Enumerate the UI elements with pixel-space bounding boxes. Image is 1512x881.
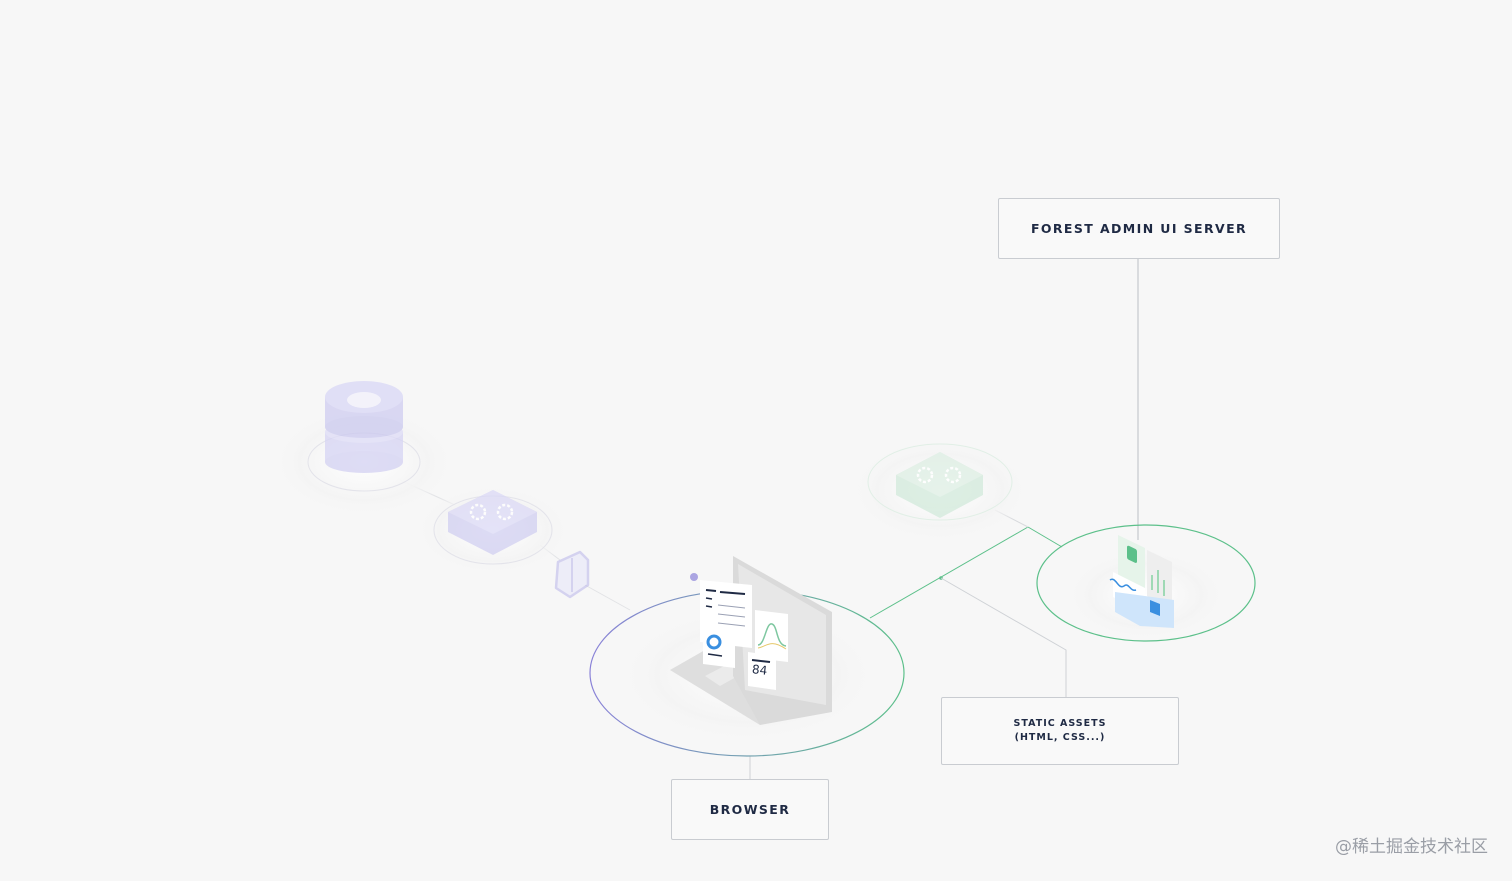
forest-admin-ui-server-label: FOREST ADMIN UI SERVER (1030, 221, 1248, 236)
gear-module-icon (896, 452, 983, 518)
dashboard-node (1036, 524, 1256, 642)
shield-to-browser-line (584, 584, 631, 611)
shield-icon (554, 550, 590, 599)
watermark: @稀土掘金技术社区 (1335, 837, 1488, 857)
database-icon (325, 381, 403, 473)
screen-chart-panel (755, 610, 788, 662)
laptop-icon: 84 (670, 556, 832, 725)
forest-admin-ui-server-box: FOREST ADMIN UI SERVER (998, 198, 1280, 259)
kpi-value-text: 84 (751, 662, 768, 678)
junction-to-dashboard-line (1027, 526, 1063, 548)
static-assets-line (940, 577, 1067, 697)
static-assets-sublabel: (HTML, CSS...) (1014, 732, 1106, 743)
dashboard-icon (1109, 535, 1174, 628)
gear-module-icon (448, 490, 537, 555)
agent-node (415, 485, 571, 575)
server-agent-ring (867, 443, 1013, 521)
browser-to-junction-line (869, 526, 1029, 619)
dashboard-ring (1036, 524, 1256, 642)
screen-donut-panel (703, 628, 735, 668)
static-assets-label: STATIC ASSETS (1013, 718, 1107, 729)
browser-box: BROWSER (671, 779, 829, 840)
static-assets-box: STATIC ASSETS (HTML, CSS...) (941, 697, 1179, 765)
database-node (272, 381, 456, 517)
server-agent-node (850, 438, 1030, 542)
browser-node: 84 (589, 556, 905, 757)
browser-label: BROWSER (709, 802, 791, 817)
